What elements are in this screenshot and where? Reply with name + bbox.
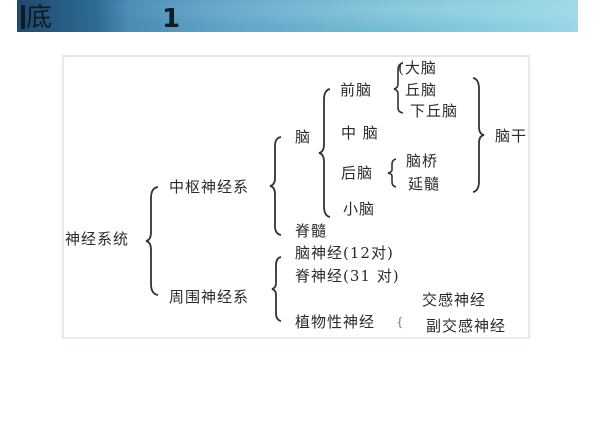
node-cerebellum: 小脑 [343,200,376,218]
brace-autonomic: { [396,315,405,329]
brace-brainstem [472,77,485,193]
node-pons: 脑桥 [406,152,439,170]
brace-forebrain [393,62,404,114]
brace-cns [269,136,282,236]
header-banner: 底 1 [17,0,578,32]
node-hindbrain: 后脑 [341,164,374,182]
node-parasympathetic: 副交感神经 [426,317,507,335]
diagram-frame [62,55,530,339]
node-brain: 脑 [295,128,312,146]
header-cropped-glyph: 1 [162,4,181,32]
node-cerebrum: (大脑 [398,59,437,77]
brace-pns [271,256,282,322]
node-spinal-nerves: 脊神经(31 对) [295,267,400,285]
header-title-char: 底 [26,3,53,32]
brace-root [145,186,160,296]
node-cns: 中枢神经系 [169,178,250,196]
title-bar-mark [21,5,25,29]
node-nervous-system: 神经系统 [65,230,130,248]
node-thalamus: 丘脑 [405,81,438,99]
node-spinal-cord: 脊髓 [295,222,328,240]
node-hypothalamus: 下丘脑 [410,102,459,120]
node-sympathetic: 交感神经 [422,291,487,309]
node-pns: 周围神经系 [169,288,250,306]
node-brainstem: 脑干 [495,127,528,145]
node-forebrain: 前脑 [340,81,373,99]
node-medulla: 延髓 [408,175,441,193]
node-cranial-nerves: 脑神经(12对) [295,244,394,262]
brace-brain [318,88,331,218]
node-autonomic: 植物性神经 [295,313,376,331]
header-title: 底 [21,3,52,32]
brace-hindbrain [387,158,398,188]
node-midbrain: 中 脑 [341,124,379,142]
